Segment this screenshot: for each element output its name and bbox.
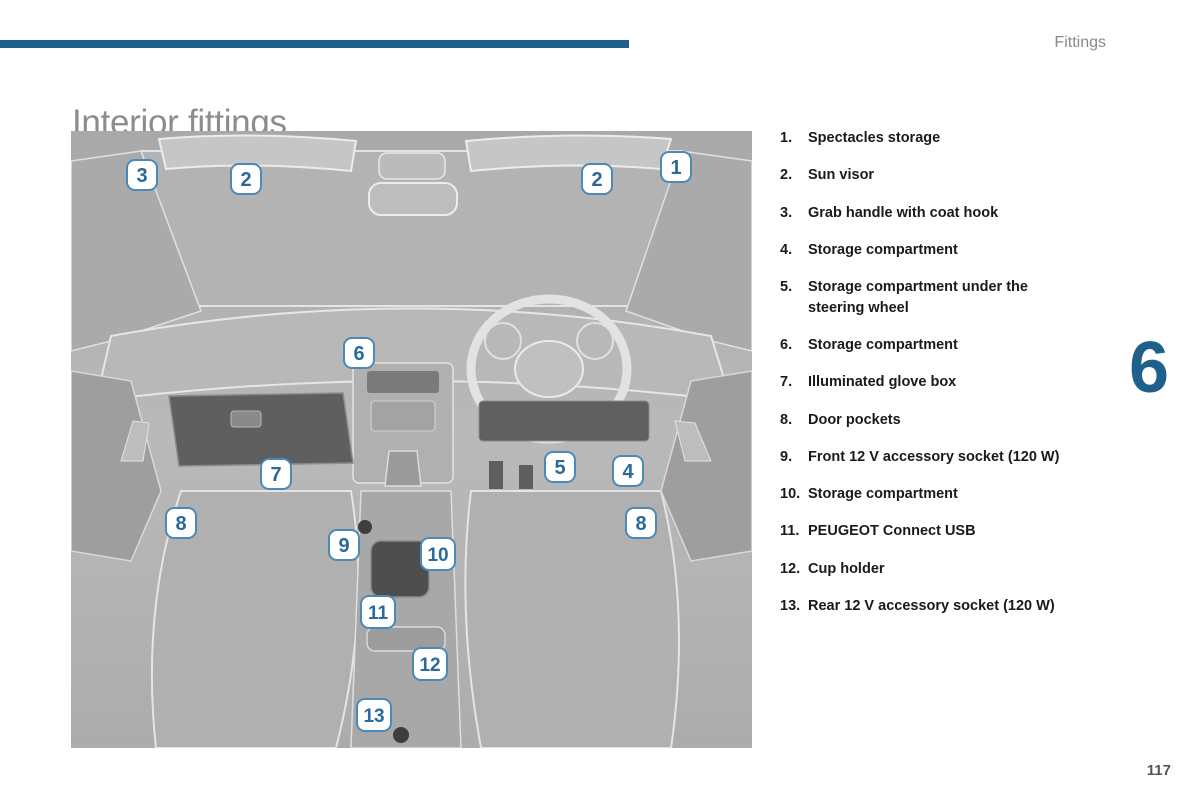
legend-num: 6. [780,336,793,353]
legend-item: 11. PEUGEOT Connect USB [780,521,1110,542]
svg-text:8: 8 [175,513,186,535]
legend-num: 3. [780,204,793,221]
callout-2-left: 2 [230,163,262,195]
legend-num: 7. [780,374,793,391]
svg-text:5: 5 [554,457,565,479]
svg-text:13: 13 [363,706,384,727]
legend-item: 10. Storage compartment [780,484,1110,505]
legend-text: Storage compartment [808,336,958,353]
legend-item: 8. Door pockets [780,410,1110,431]
callout-10: 10 [420,537,456,571]
callout-11: 11 [360,595,396,629]
legend-text: Storage compartment under the steering w… [808,279,1028,316]
chapter-number: 6 [1129,328,1170,408]
legend-item: 2. Sun visor [780,165,1110,186]
legend-num: 9. [780,448,793,465]
callout-1: 1 [660,151,692,183]
legend-text: Storage compartment [808,241,958,258]
callout-8-left: 8 [165,507,197,539]
legend-num: 11. [780,523,800,540]
legend-text: Sun visor [808,167,875,184]
callout-4: 4 [612,455,644,487]
legend-item: 1. Spectacles storage [780,128,1110,149]
section-title: Fittings [1054,34,1106,51]
svg-text:11: 11 [368,603,389,624]
callout-3: 3 [126,159,158,191]
svg-text:2: 2 [591,169,602,191]
legend-text: Storage compartment [808,486,958,503]
svg-text:6: 6 [353,343,364,365]
legend-num: 10. [780,486,801,503]
legend-item: 12. Cup holder [780,559,1110,580]
interior-illustration: 3 2 2 1 6 5 4 7 [71,131,752,748]
svg-text:3: 3 [136,165,147,187]
svg-text:2: 2 [240,169,251,191]
callout-6: 6 [343,337,375,369]
legend-item: 4. Storage compartment [780,240,1110,261]
svg-text:8: 8 [635,513,646,535]
legend-item: 13. Rear 12 V accessory socket (120 W) [780,596,1110,617]
legend-text: Rear 12 V accessory socket (120 W) [808,598,1055,615]
legend-num: 1. [780,130,793,146]
legend-num: 4. [780,241,793,258]
page-number: 117 [1146,762,1171,779]
callout-9: 9 [328,529,360,561]
legend-text: Grab handle with coat hook [808,204,999,221]
svg-text:1: 1 [670,157,681,179]
legend-item: 9. Front 12 V accessory socket (120 W) [780,447,1110,468]
legend-item: 5. Storage compartment under the steering… [780,277,1110,318]
legend-num: 13. [780,598,801,615]
legend-item: 6. Storage compartment [780,335,1110,356]
legend-text: PEUGEOT Connect USB [808,523,976,540]
legend-item: 3. Grab handle with coat hook [780,203,1110,224]
legend-text: Door pockets [808,411,901,428]
legend-item: 7. Illuminated glove box [780,372,1110,393]
legend-num: 8. [780,411,793,428]
legend-num: 12. [780,560,801,577]
svg-text:12: 12 [419,655,440,676]
callout-7: 7 [260,458,292,490]
legend-text: Cup holder [808,560,885,577]
car-interior-drawing: 3 2 2 1 6 5 4 7 [71,131,752,748]
legend-text: Illuminated glove box [808,374,957,391]
svg-text:9: 9 [338,535,349,557]
callout-5: 5 [544,451,576,483]
legend-list: 1. Spectacles storage 2. Sun visor 3. Grab … [780,128,1110,633]
callout-12: 12 [412,647,448,681]
svg-text:4: 4 [622,461,634,483]
legend-num: 2. [780,167,793,184]
svg-text:10: 10 [427,545,448,566]
legend-text: Spectacles storage [808,130,941,146]
header-accent-bar [0,40,629,48]
legend-num: 5. [780,279,793,296]
legend-text: Front 12 V accessory socket (120 W) [808,448,1060,465]
callout-2-right: 2 [581,163,613,195]
svg-text:7: 7 [270,464,281,486]
callout-8-right: 8 [625,507,657,539]
callout-13: 13 [356,698,392,732]
